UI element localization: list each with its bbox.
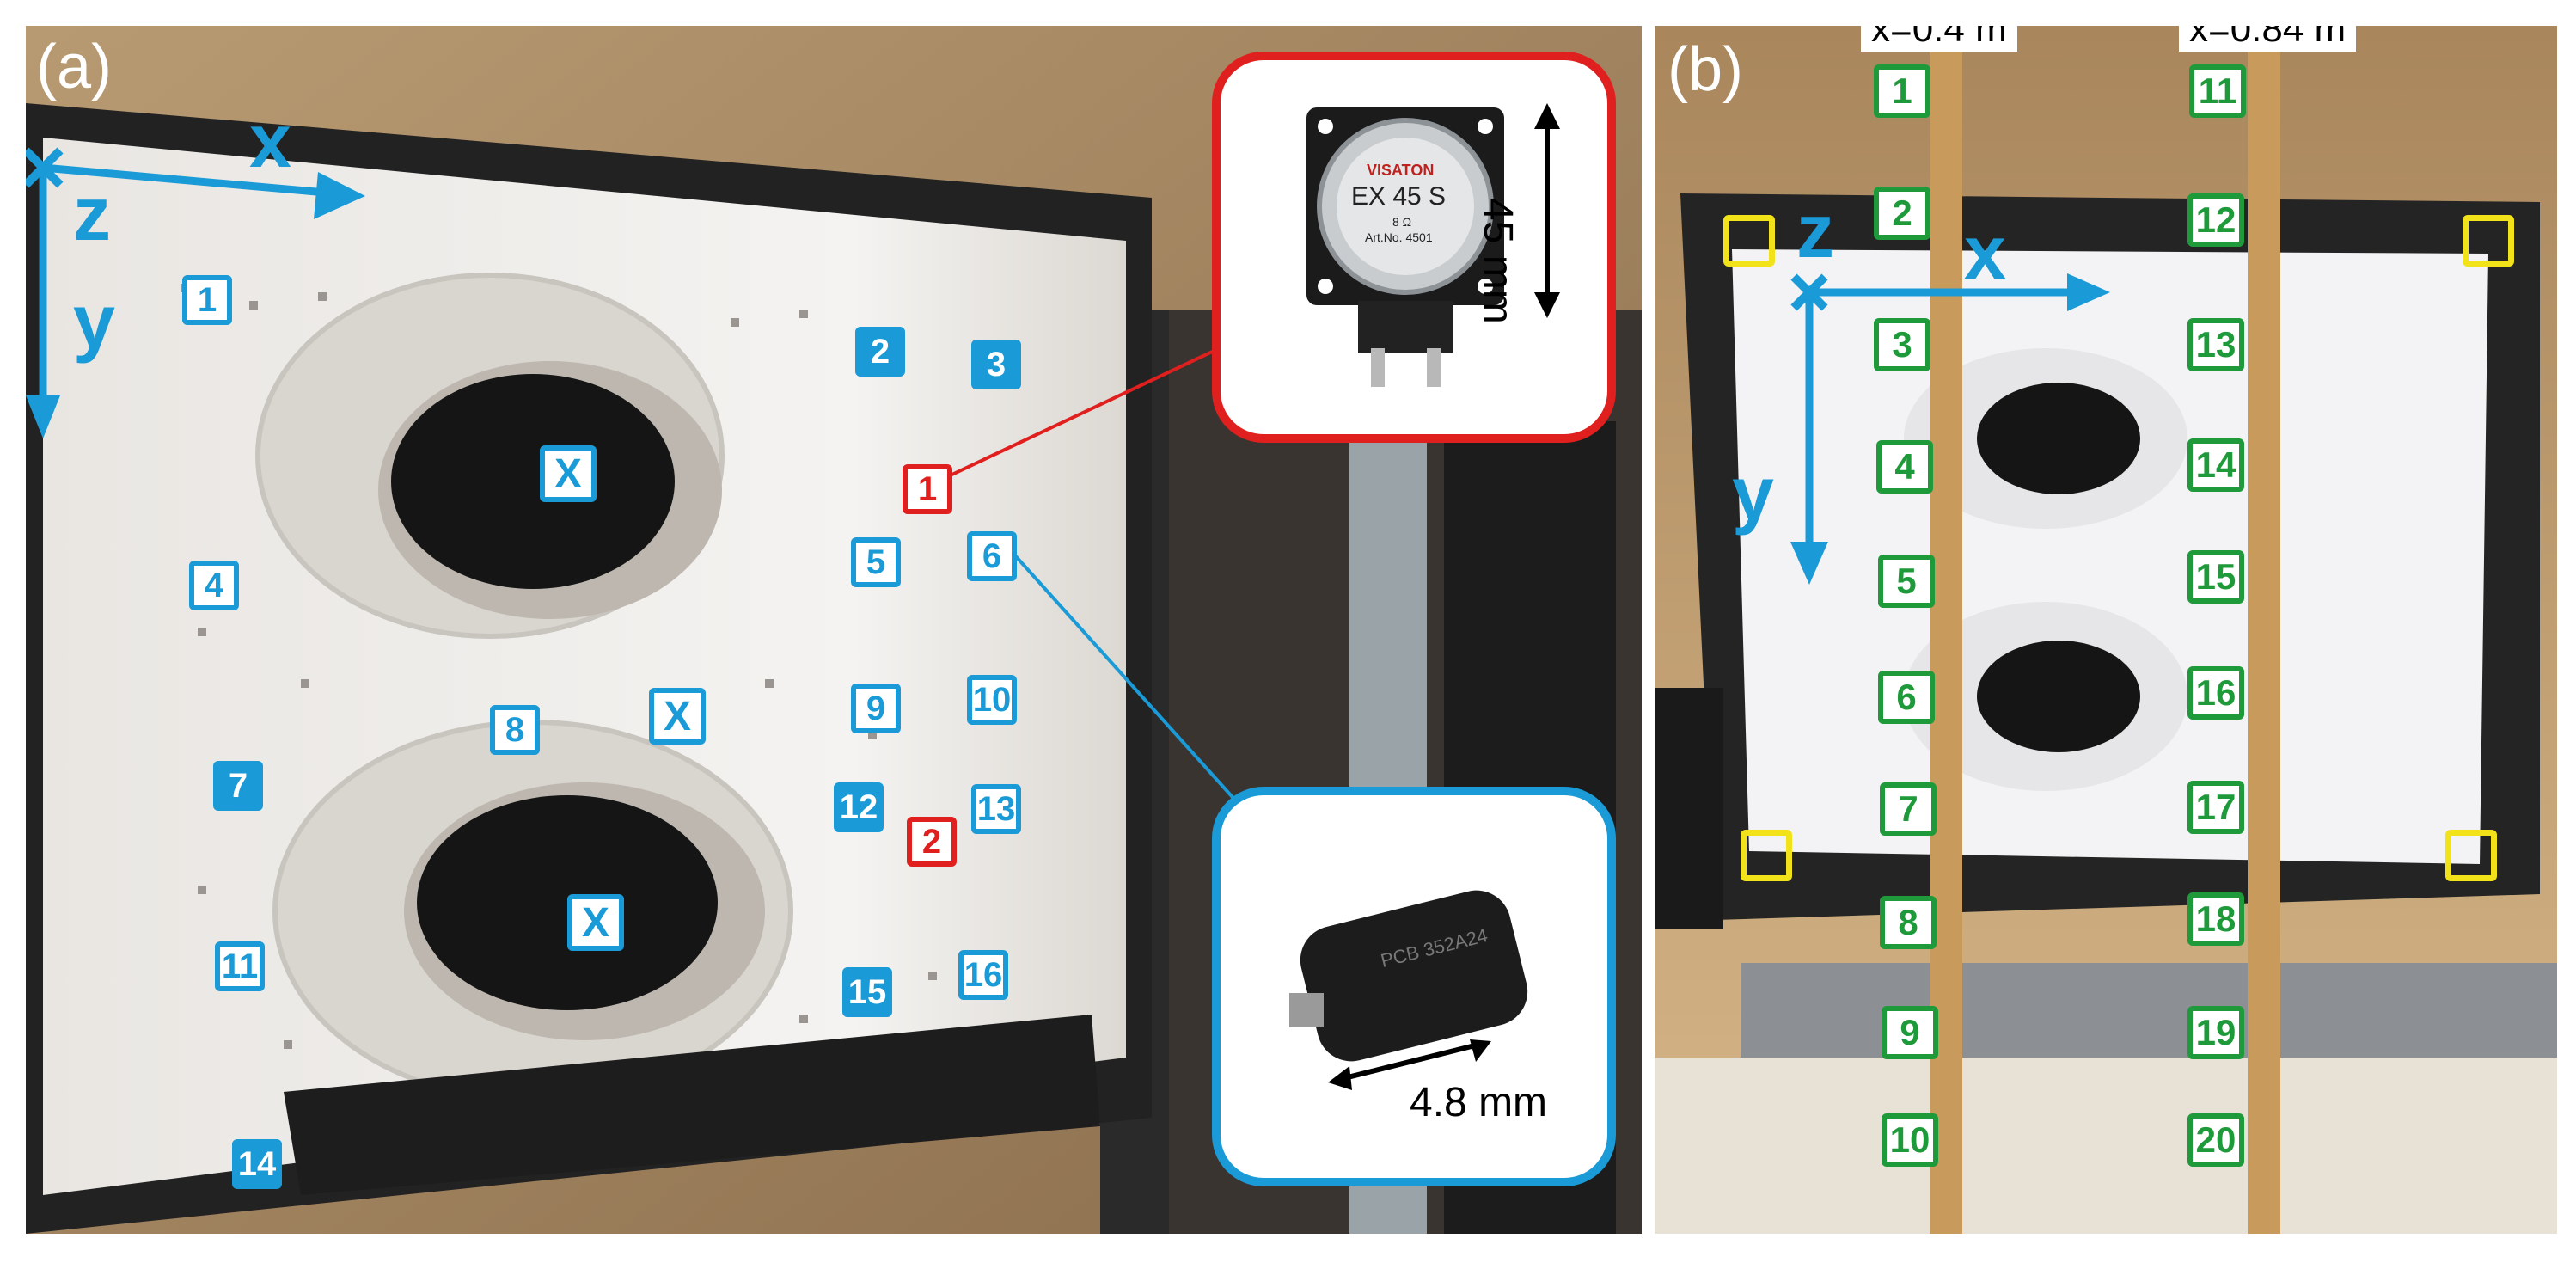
accelerometer-image bbox=[1289, 890, 1528, 1090]
accel-label-12: 12 bbox=[834, 782, 884, 832]
mic-label-17: 17 bbox=[2187, 781, 2244, 834]
mic-label-7: 7 bbox=[1880, 782, 1937, 836]
speaker-label-2: 2 bbox=[907, 817, 957, 867]
speaker-image bbox=[1306, 103, 1560, 387]
speaker-impedance: 8 Ω bbox=[1392, 215, 1412, 229]
mic-label-13: 13 bbox=[2187, 318, 2244, 371]
mic-label-6: 6 bbox=[1878, 671, 1935, 724]
mic-label-9: 9 bbox=[1882, 1006, 1938, 1059]
accel-label-15: 15 bbox=[842, 967, 892, 1017]
accelerometer-dimension: 4.8 mm bbox=[1410, 1080, 1548, 1125]
excitation-mark-1: X bbox=[540, 445, 597, 502]
mic-label-19: 19 bbox=[2187, 1006, 2244, 1059]
mic-label-20: 20 bbox=[2187, 1113, 2244, 1167]
panel-b: (b) x=0.4 m x=0.84 m z x y 1 2 3 4 5 6 7… bbox=[1655, 26, 2557, 1234]
axis-z-label-b: z bbox=[1796, 188, 1834, 273]
axis-x-label-b: x bbox=[1964, 210, 2006, 295]
mic-label-16: 16 bbox=[2187, 666, 2244, 720]
mic-label-1: 1 bbox=[1874, 64, 1930, 118]
position-right-label: x=0.84 m bbox=[2179, 26, 2357, 52]
mic-label-18: 18 bbox=[2187, 892, 2244, 946]
accel-label-2: 2 bbox=[855, 327, 905, 377]
mic-label-5: 5 bbox=[1878, 555, 1935, 608]
mic-label-12: 12 bbox=[2187, 193, 2244, 247]
accel-label-4: 4 bbox=[189, 561, 239, 610]
corner-marker-bottom-right bbox=[2445, 830, 2497, 881]
corner-marker-top-right bbox=[2463, 215, 2514, 267]
accel-label-6: 6 bbox=[967, 531, 1017, 581]
accel-label-10: 10 bbox=[967, 675, 1017, 725]
accel-label-1: 1 bbox=[182, 275, 232, 325]
position-left-label: x=0.4 m bbox=[1861, 26, 2017, 52]
panel-a: (a) x z y 1 2 3 4 5 6 7 8 9 10 11 12 13 … bbox=[26, 26, 1642, 1234]
axis-z-label: z bbox=[73, 171, 111, 256]
mic-label-8: 8 bbox=[1880, 896, 1937, 949]
accel-label-3: 3 bbox=[971, 340, 1021, 389]
mic-label-14: 14 bbox=[2187, 438, 2244, 492]
accel-label-13: 13 bbox=[971, 784, 1021, 834]
accel-label-7: 7 bbox=[213, 761, 263, 811]
corner-marker-bottom-left bbox=[1741, 830, 1792, 881]
axis-y-label: y bbox=[73, 279, 115, 364]
accelerometer-inset: PCB 352A24 4.8 mm bbox=[1212, 787, 1616, 1186]
accel-label-5: 5 bbox=[851, 537, 901, 587]
axis-y-label-b: y bbox=[1732, 451, 1774, 536]
speaker-model: EX 45 S bbox=[1351, 182, 1447, 211]
accel-label-8: 8 bbox=[490, 705, 540, 755]
excitation-mark-2: X bbox=[649, 688, 706, 745]
mic-label-4: 4 bbox=[1876, 440, 1933, 494]
speaker-dimension: 45 mm bbox=[1475, 198, 1521, 324]
speaker-art-no: Art.No. 4501 bbox=[1365, 230, 1433, 244]
corner-marker-top-left bbox=[1723, 215, 1775, 267]
mic-label-3: 3 bbox=[1874, 318, 1930, 371]
accel-label-11: 11 bbox=[215, 941, 265, 991]
mic-label-10: 10 bbox=[1882, 1113, 1938, 1167]
mic-label-11: 11 bbox=[2189, 64, 2246, 118]
axis-x-label: x bbox=[249, 98, 291, 183]
excitation-mark-3: X bbox=[567, 894, 624, 951]
accel-label-9: 9 bbox=[851, 684, 901, 733]
speaker-label-1: 1 bbox=[903, 464, 952, 514]
accel-label-16: 16 bbox=[958, 950, 1008, 1000]
mic-label-15: 15 bbox=[2187, 550, 2244, 604]
speaker-inset: VISATON EX 45 S 8 Ω Art.No. 4501 45 mm bbox=[1212, 52, 1616, 443]
mic-label-2: 2 bbox=[1874, 187, 1930, 240]
panel-b-tag: (b) bbox=[1667, 35, 1743, 104]
panel-a-tag: (a) bbox=[36, 33, 112, 101]
panel-b-photo bbox=[1655, 26, 2557, 1234]
accel-label-14: 14 bbox=[232, 1139, 282, 1189]
speaker-brand: VISATON bbox=[1367, 162, 1435, 179]
